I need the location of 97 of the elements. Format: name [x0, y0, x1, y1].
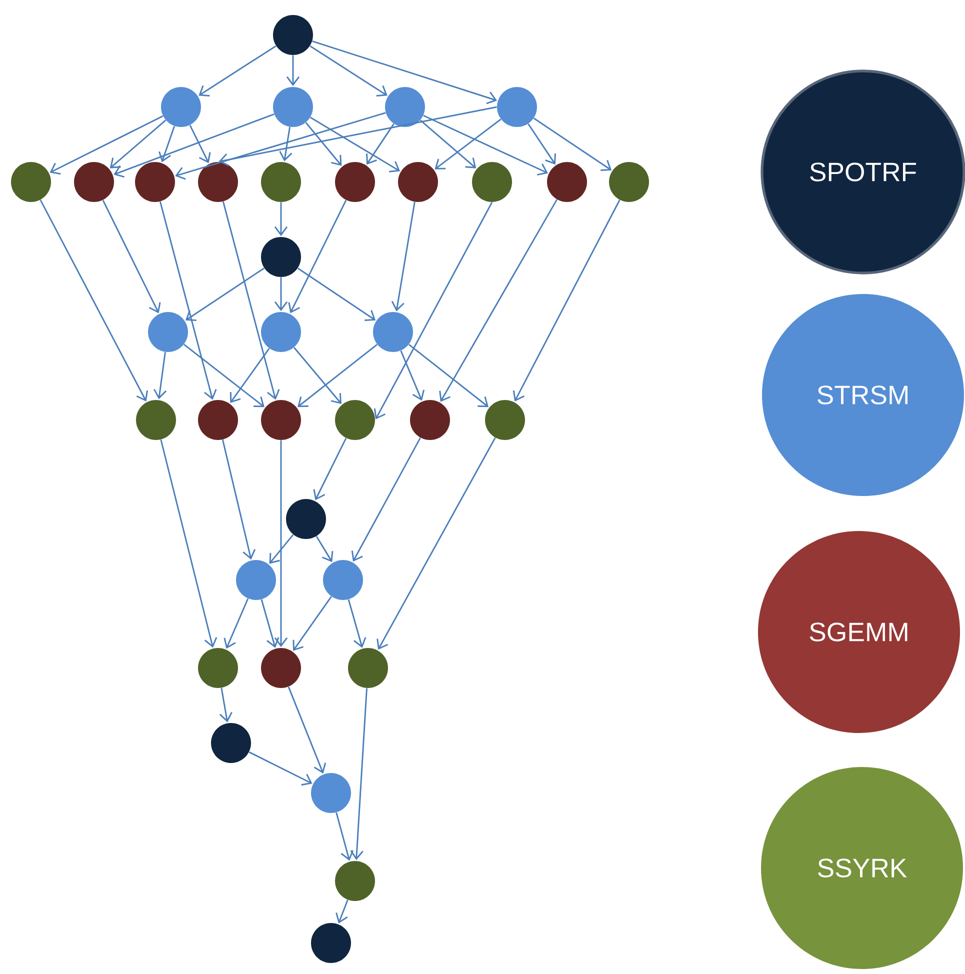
arrow [288, 686, 326, 774]
arrow [310, 45, 388, 96]
arrow [512, 200, 620, 402]
arrow [297, 268, 376, 321]
arrow [439, 199, 558, 402]
arrow [160, 439, 218, 648]
task-circle [286, 499, 326, 539]
task-circle [335, 400, 375, 440]
task-circle [261, 400, 301, 440]
arrow [420, 120, 476, 168]
arrow [219, 688, 232, 722]
arrow [260, 599, 280, 648]
task-circle [398, 162, 438, 202]
arrow [110, 120, 166, 168]
arrow [336, 900, 348, 924]
arrow [218, 106, 497, 166]
arrow [312, 40, 498, 104]
task-circle [273, 15, 313, 55]
arrow [305, 122, 342, 166]
arrow [222, 201, 280, 400]
arrow [434, 118, 502, 170]
legend-label: STRSM [818, 386, 908, 404]
task-circle [609, 162, 649, 202]
task-circle [273, 87, 313, 127]
task-circle [211, 723, 251, 763]
arrow [351, 437, 421, 562]
arrow [366, 123, 394, 165]
arrow [297, 344, 378, 408]
task-circle [311, 923, 351, 963]
legend-label: SSYRK [818, 858, 907, 878]
arrow [114, 113, 274, 178]
arrow [224, 598, 249, 649]
task-circle [385, 87, 425, 127]
legend-label: SGEMM [810, 622, 908, 642]
arrow [184, 344, 264, 408]
task-circle [236, 560, 276, 600]
arrow [313, 438, 347, 500]
arrow [533, 118, 612, 171]
task-circle [485, 400, 525, 440]
arrow [248, 751, 312, 786]
arrow [269, 534, 294, 564]
task-circle [497, 87, 537, 127]
arrow [292, 596, 332, 651]
arrow [159, 201, 217, 400]
arrow [336, 812, 354, 861]
task-circle [261, 162, 301, 202]
arrow [400, 350, 425, 401]
arrow [185, 268, 265, 322]
task-circle [335, 861, 375, 901]
task-circle [74, 162, 114, 202]
arrow [288, 200, 347, 314]
task-circle [410, 400, 450, 440]
task-circle [135, 162, 175, 202]
arrow [391, 202, 416, 312]
task-circle [335, 162, 375, 202]
arrow [316, 536, 334, 562]
task-circle [373, 312, 413, 352]
arrow [286, 55, 300, 86]
task-circle [136, 400, 176, 440]
task-circle [547, 162, 587, 202]
arrow [348, 599, 366, 648]
arrow [423, 114, 548, 176]
task-circle [472, 162, 512, 202]
arrow [222, 440, 256, 560]
task-circle [261, 648, 301, 688]
arrow [350, 688, 368, 860]
arrow [274, 277, 288, 312]
task-circle [161, 87, 201, 127]
arrow [408, 344, 489, 408]
legend-label: SPOTRF [810, 162, 916, 182]
arrow [274, 202, 288, 236]
arrow [279, 126, 292, 162]
task-circle [198, 648, 238, 688]
arrow [189, 124, 211, 164]
arrow [274, 440, 288, 648]
arrow [40, 200, 148, 402]
task-circle [198, 400, 238, 440]
arrow [50, 115, 164, 175]
arrow [293, 347, 342, 404]
task-circle [198, 162, 238, 202]
task-circle [323, 560, 363, 600]
arrow [153, 352, 167, 400]
arrow [376, 437, 496, 650]
arrow [198, 45, 276, 96]
task-circle [311, 773, 351, 813]
arrow [230, 348, 270, 403]
arrow [102, 200, 161, 314]
arrow [528, 123, 556, 165]
task-circle [11, 162, 51, 202]
arrow [158, 126, 176, 162]
arrow [310, 116, 400, 172]
task-circle [148, 312, 188, 352]
task-circle [261, 237, 301, 277]
task-circle [348, 648, 388, 688]
task-circle [261, 312, 301, 352]
arrow [374, 202, 493, 420]
arrow [175, 112, 386, 180]
